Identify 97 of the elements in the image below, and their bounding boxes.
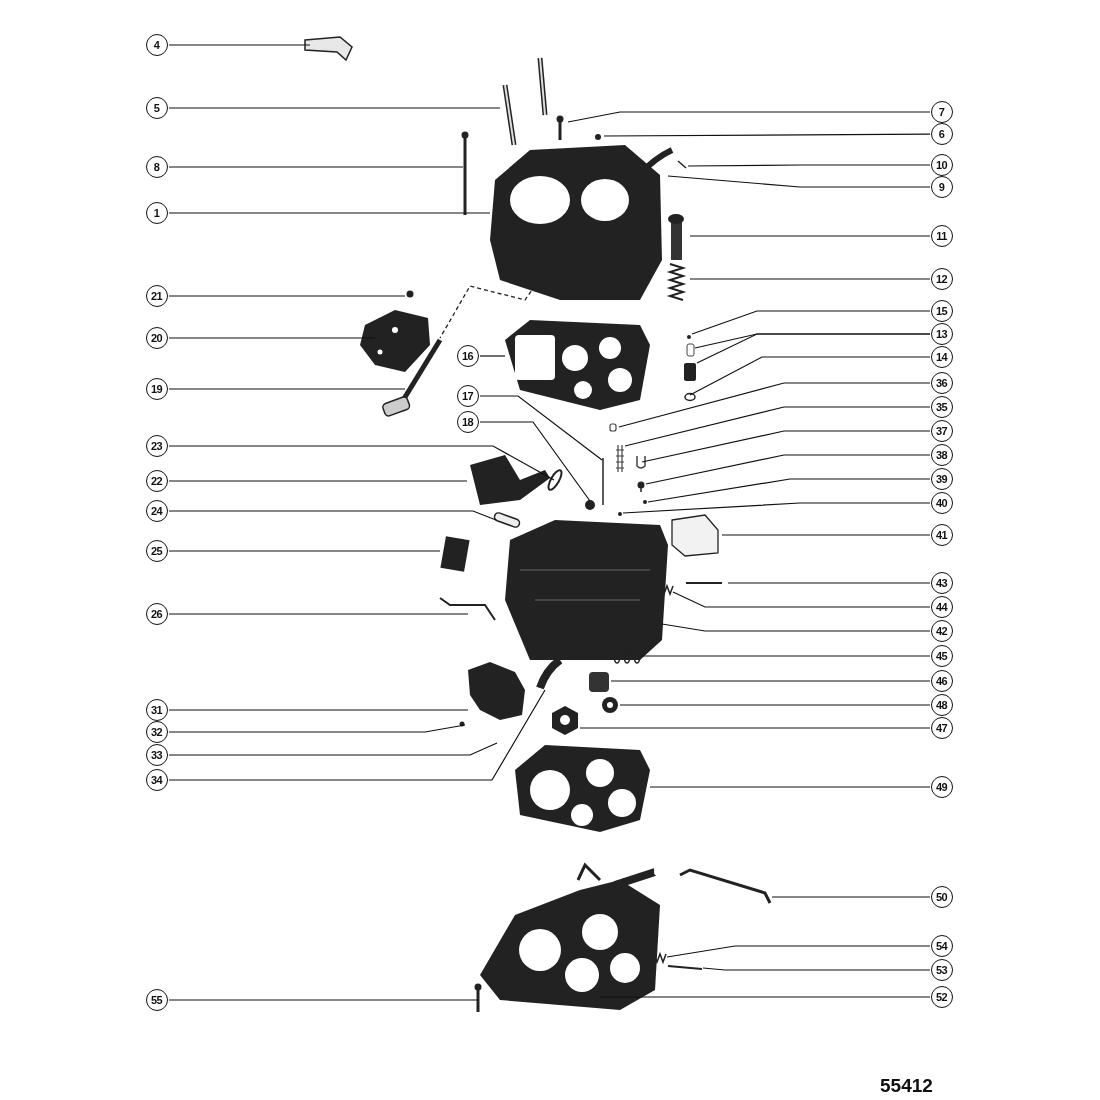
leader-line [647, 478, 931, 503]
leader-line [567, 111, 931, 123]
leader-line [702, 967, 931, 971]
leader-line [168, 295, 406, 297]
callout-number: 24 [145, 499, 168, 522]
leader-line [661, 623, 931, 632]
leader-line [479, 421, 591, 502]
callout-number: 8 [145, 155, 168, 178]
callout-number: 25 [145, 539, 168, 562]
leader-line [168, 999, 479, 1001]
callout-number: 46 [930, 669, 953, 692]
leader-line [610, 680, 931, 682]
leader-line [168, 388, 406, 390]
leader-line [168, 613, 469, 615]
figure-number: 55412 [880, 1075, 933, 1097]
callout-number: 36 [930, 371, 953, 394]
callout-number: 53 [930, 958, 953, 981]
leader-line [689, 235, 931, 237]
leader-line [696, 333, 931, 364]
leader-line [168, 709, 469, 711]
leader-line [622, 502, 931, 514]
callout-number: 4 [145, 33, 168, 56]
leader-line [672, 591, 931, 608]
callout-number: 48 [930, 693, 953, 716]
leader-line [168, 742, 498, 756]
callout-number: 22 [145, 469, 168, 492]
callout-number: 55 [145, 988, 168, 1011]
callout-number: 54 [930, 934, 953, 957]
leader-line [771, 896, 931, 898]
leader-line [168, 689, 546, 781]
callout-number: 39 [930, 467, 953, 490]
callout-number: 21 [145, 284, 168, 307]
callout-number: 18 [456, 410, 479, 433]
callout-number: 34 [145, 768, 168, 791]
leader-line [168, 724, 466, 733]
leader-line [168, 550, 441, 552]
callout-number: 40 [930, 491, 953, 514]
leader-line [168, 445, 555, 481]
callout-number: 5 [145, 96, 168, 119]
callout-number: 52 [930, 985, 953, 1008]
callout-number: 47 [930, 716, 953, 739]
leader-line [691, 310, 931, 335]
leader-line [624, 406, 931, 447]
callout-number: 23 [145, 434, 168, 457]
leader-line [689, 356, 931, 396]
callout-number: 13 [930, 322, 953, 345]
callout-number: 32 [145, 720, 168, 743]
leader-line [168, 166, 464, 168]
leader-line [599, 996, 931, 998]
leader-line [649, 786, 931, 788]
leader-line [667, 175, 931, 188]
leader-line [666, 945, 931, 958]
callout-number: 15 [930, 299, 953, 322]
leader-line [603, 133, 931, 137]
callout-number: 44 [930, 595, 953, 618]
leader-line [168, 480, 468, 482]
callout-number: 20 [145, 326, 168, 349]
callout-number: 26 [145, 602, 168, 625]
leader-line [479, 395, 603, 461]
callout-number: 50 [930, 885, 953, 908]
leader-line [645, 454, 931, 485]
leader-line [479, 355, 506, 357]
callout-number: 38 [930, 443, 953, 466]
leader-line [619, 704, 931, 706]
callout-number: 41 [930, 523, 953, 546]
leader-line [687, 164, 931, 167]
callout-number: 37 [930, 419, 953, 442]
leader-line [579, 727, 931, 729]
callout-number: 35 [930, 395, 953, 418]
callout-number: 1 [145, 201, 168, 224]
callout-number: 10 [930, 153, 953, 176]
callout-number: 42 [930, 619, 953, 642]
callout-number: 17 [456, 384, 479, 407]
callout-number: 43 [930, 571, 953, 594]
callout-number: 45 [930, 644, 953, 667]
callout-number: 7 [930, 100, 953, 123]
callout-number: 11 [930, 224, 953, 247]
callout-number: 14 [930, 345, 953, 368]
leader-line [168, 107, 501, 109]
callout-number: 6 [930, 122, 953, 145]
callout-number: 12 [930, 267, 953, 290]
callout-number: 19 [145, 377, 168, 400]
leader-line [168, 337, 376, 339]
callout-number: 31 [145, 698, 168, 721]
callout-number: 49 [930, 775, 953, 798]
callout-number: 9 [930, 175, 953, 198]
leader-line [641, 430, 931, 463]
leader-line [618, 382, 931, 428]
leader-line [168, 44, 311, 46]
leader-line [640, 655, 931, 657]
leader-line [727, 582, 931, 584]
callout-number: 16 [456, 344, 479, 367]
leader-line [721, 534, 931, 536]
leader-line [168, 212, 491, 214]
leader-line [168, 510, 497, 521]
callout-number: 33 [145, 743, 168, 766]
leader-line [689, 278, 931, 280]
